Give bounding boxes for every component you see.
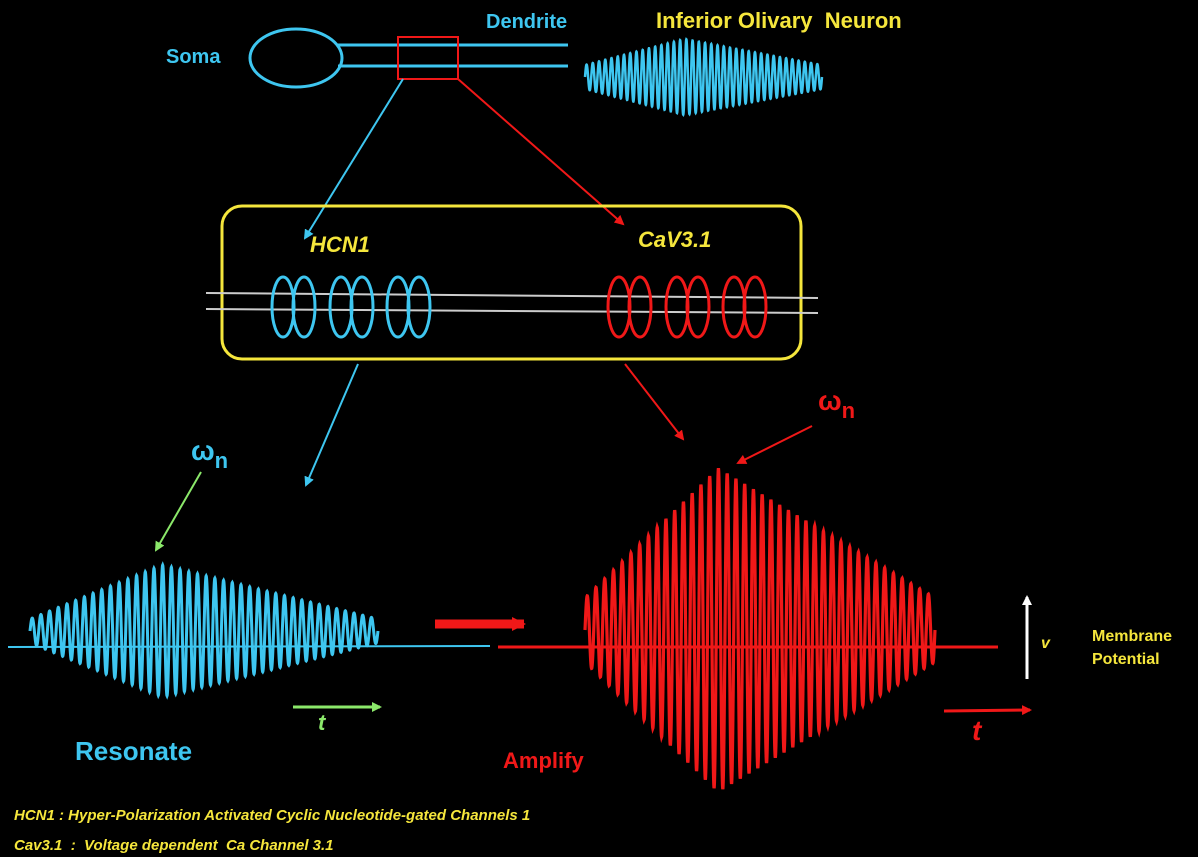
membrane-potential-line1: Membrane — [1092, 628, 1172, 645]
amplify-label: Amplify — [503, 748, 584, 773]
footnote-hcn1: HCN1 : Hyper-Polarization Activated Cycl… — [14, 807, 530, 824]
amplify-waveform — [583, 467, 937, 790]
resonate-waveform — [28, 561, 380, 700]
neuron-title: Inferior Olivary Neuron — [656, 8, 902, 33]
arrow-to-amplify — [624, 363, 685, 441]
ion-channel-ring — [328, 275, 354, 339]
omega-red-subscript: n — [842, 398, 855, 423]
ion-channel-ring — [606, 275, 632, 339]
membrane-potential-line2: Potential — [1092, 651, 1160, 668]
ion-channel-ring — [385, 275, 411, 339]
zoom-arrow-to-cav31 — [457, 78, 625, 226]
ion-channel-ring — [349, 275, 375, 339]
soma-label: Soma — [166, 46, 221, 68]
omega-red-symbol: ω — [818, 385, 842, 416]
hcn1-label: HCN1 — [310, 232, 370, 257]
neuron-oscillation-waveform — [583, 37, 824, 117]
omega-cyan-symbol: ω — [191, 435, 215, 466]
cav31-channel-group — [606, 275, 768, 339]
membrane-line-lower — [205, 308, 819, 314]
soma-shape — [248, 27, 344, 89]
omega-cyan-label: ωn — [191, 435, 228, 473]
ion-channel-ring — [291, 275, 317, 339]
membrane-line-upper — [205, 292, 819, 299]
neuron-illustration — [248, 27, 568, 89]
time-label-red: t — [972, 715, 983, 746]
zoom-arrow-to-hcn1 — [303, 78, 404, 240]
channel-box — [220, 204, 803, 361]
ion-channel-ring — [664, 275, 690, 339]
ion-channel-ring — [627, 275, 653, 339]
zoom-box — [397, 36, 459, 80]
time-label-green: t — [318, 710, 327, 735]
resonate-label: Resonate — [75, 736, 192, 766]
omega-red-arrow — [736, 425, 813, 464]
ion-channel-ring — [685, 275, 711, 339]
ion-channel-ring — [742, 275, 768, 339]
arrow-to-resonate — [304, 363, 359, 487]
omega-red-label: ωn — [818, 385, 855, 423]
voltage-label: v — [1041, 635, 1051, 652]
time-arrow-red — [943, 705, 1032, 716]
dendrite-label: Dendrite — [486, 11, 567, 33]
ion-channel-ring — [406, 275, 432, 339]
cav31-label: CaV3.1 — [638, 227, 711, 252]
membrane-channel-panel — [205, 204, 819, 361]
omega-cyan-subscript: n — [215, 448, 228, 473]
ion-channel-ring — [721, 275, 747, 339]
hcn1-channel-group — [270, 275, 432, 339]
omega-cyan-arrow — [155, 471, 202, 552]
footnote-cav31: Cav3.1 : Voltage dependent Ca Channel 3.… — [14, 837, 334, 854]
ion-channel-ring — [270, 275, 296, 339]
